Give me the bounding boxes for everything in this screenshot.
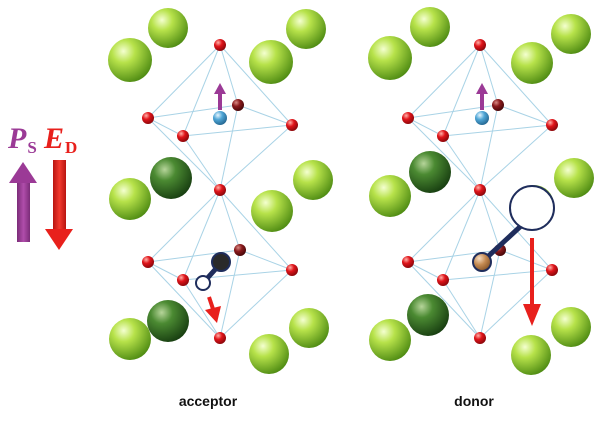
oxygen-atoms	[402, 39, 558, 344]
oxygen-atoms	[142, 39, 298, 344]
donor-caption: donor	[454, 393, 494, 409]
acceptor-caption: acceptor	[178, 393, 238, 409]
defect-dipole-acceptor	[195, 252, 231, 323]
a-site-atoms	[108, 8, 333, 374]
a-site-atoms	[368, 7, 594, 375]
defect-dipole-donor	[472, 185, 555, 326]
dipole-field-symbol: ED	[44, 122, 78, 157]
octahedron-edges	[407, 44, 553, 339]
polarization-arrow	[9, 162, 37, 242]
acceptor-panel	[108, 8, 333, 374]
octahedron-edges	[147, 44, 293, 339]
b-site-upper	[213, 83, 227, 125]
b-site-upper	[475, 83, 489, 125]
dipole-field-arrow	[45, 160, 73, 250]
polarization-symbol: PS	[8, 122, 37, 157]
donor-panel	[368, 7, 594, 375]
